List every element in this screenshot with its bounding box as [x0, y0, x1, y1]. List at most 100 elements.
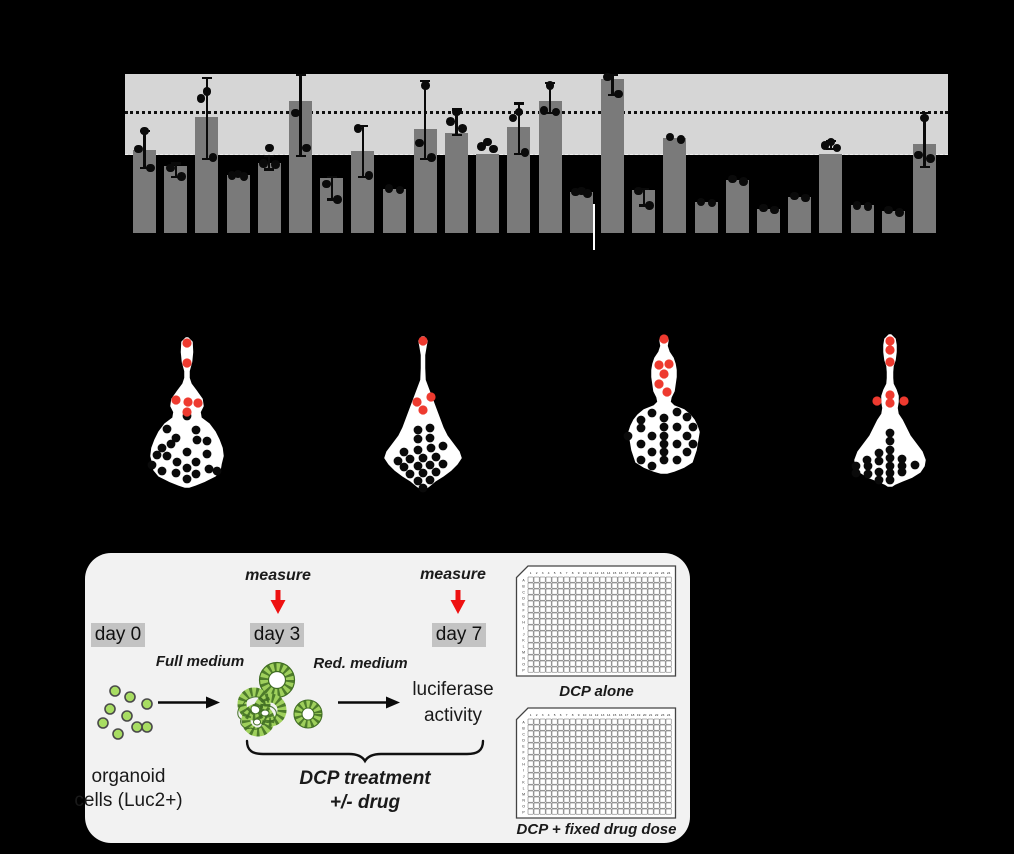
violin-dot-black [672, 422, 682, 432]
data-point [728, 174, 737, 184]
plate-col-label: 19 [637, 571, 641, 575]
violin-dot-black [874, 475, 884, 485]
violin-dot-black [425, 433, 435, 443]
error-cap [295, 155, 306, 158]
plate-row-label: K [522, 781, 525, 785]
violin-dot-black [910, 460, 920, 470]
violin-dot-black [636, 423, 646, 433]
plate-col-label: 8 [572, 571, 574, 575]
full-medium-label: Full medium [155, 653, 245, 670]
bar [538, 101, 562, 233]
violin-dot-black [171, 433, 181, 443]
plate-col-label: 22 [655, 571, 659, 575]
plate-col-label: 4 [548, 571, 550, 575]
error-cap [357, 175, 368, 178]
violin-dot-black [413, 445, 423, 455]
plate-col-label: 16 [619, 713, 623, 717]
violin-shape [150, 337, 224, 488]
data-point [895, 208, 904, 217]
plate-col-label: 20 [643, 713, 647, 717]
plate-col-label: 11 [589, 571, 592, 575]
data-point [259, 159, 268, 168]
plate-col-label: 11 [589, 713, 592, 717]
plate-col-label: 12 [595, 713, 599, 717]
data-point [395, 185, 405, 195]
measure-label-day3: measure [245, 567, 311, 584]
violin-dot-black [425, 475, 435, 485]
violin-shape [384, 336, 462, 490]
violin-dot-black [418, 483, 428, 493]
luciferase-activity-label: luciferase activity [412, 679, 494, 726]
plate-row-label: F [523, 609, 525, 613]
timepoint-day3: day 3 [250, 623, 304, 647]
error-cap [326, 198, 337, 201]
data-point [884, 205, 893, 215]
error-bar [361, 126, 365, 177]
error-cap [139, 167, 150, 170]
data-point [208, 153, 218, 162]
plate-row-label: L [523, 645, 525, 649]
violin-dot-black [885, 445, 895, 455]
data-point [926, 154, 935, 163]
bar [164, 165, 188, 233]
violin-dot-black [431, 467, 441, 477]
violin-dot-black [204, 464, 214, 474]
data-point [707, 198, 717, 208]
plate-col-label: 2 [536, 571, 538, 575]
data-point [302, 143, 311, 153]
data-point [759, 203, 768, 213]
violin-dot-black [672, 439, 682, 449]
violin-dot-black [182, 447, 192, 457]
bar-chart-panel [125, 72, 948, 233]
plate-col-label: 14 [607, 713, 611, 717]
violin-dot-black [192, 435, 202, 445]
violin-dot-red [182, 407, 192, 417]
organoid-ring-right [293, 699, 323, 729]
data-point [477, 142, 486, 151]
plate-col-label: 3 [542, 713, 544, 717]
data-point [826, 137, 836, 147]
violin-dot-black [162, 451, 172, 461]
violin-dot-black [647, 408, 657, 418]
violin-dot-black [438, 459, 448, 469]
violin-dot-black [659, 455, 669, 465]
single-cell [104, 703, 116, 715]
experiment-schematic: measure measure day 0 day 3 day 7 Full m… [74, 553, 690, 843]
bar [757, 209, 780, 233]
plate-col-label: 17 [625, 571, 629, 575]
violin-dot-red [182, 358, 192, 368]
data-point [571, 187, 580, 197]
single-cell [141, 698, 153, 710]
error-cap [420, 157, 431, 160]
arrow-organoid-to-readout [338, 696, 400, 709]
violin-dot-black [885, 453, 895, 463]
plate-col-label: 6 [560, 571, 562, 575]
violin-dot-black [426, 443, 436, 453]
violin-dot-black [172, 457, 182, 467]
violin-dot-black [659, 422, 669, 432]
plate-col-label: 17 [625, 713, 629, 717]
data-point [446, 117, 455, 126]
bar [850, 205, 874, 233]
data-point [140, 126, 149, 136]
single-cell [124, 691, 136, 703]
error-cap [513, 152, 524, 155]
bar [694, 201, 718, 233]
data-point [614, 89, 623, 99]
plate-row-label: G [522, 757, 525, 761]
violin-dot-black [885, 436, 895, 446]
data-point [539, 106, 549, 115]
plate-col-label: 9 [578, 571, 580, 575]
data-point [634, 186, 643, 196]
bar [445, 133, 468, 233]
plate-row-label: E [522, 603, 525, 607]
error-cap [326, 175, 337, 178]
violin-dot-red [899, 396, 909, 406]
error-bar [205, 78, 209, 159]
violin-dot-black [688, 422, 698, 432]
error-cap [357, 125, 368, 128]
violin-dot-black [191, 457, 201, 467]
plate-col-label: 1 [530, 713, 532, 717]
violin-dot-black [885, 461, 895, 471]
bar [569, 192, 593, 233]
